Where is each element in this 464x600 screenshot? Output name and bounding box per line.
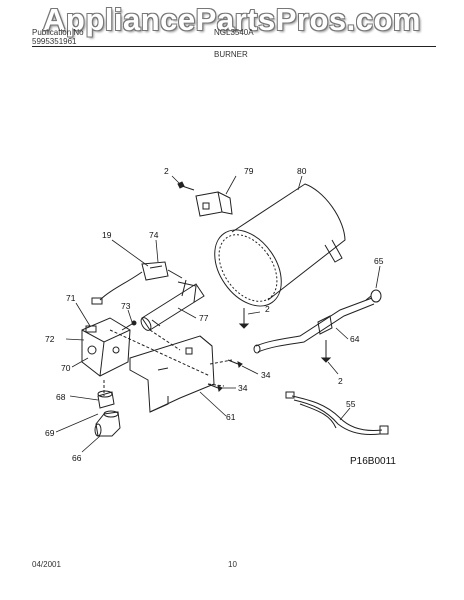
callout-label: 64 <box>350 334 360 344</box>
igniter-assembly <box>91 261 183 305</box>
fitting-68 <box>97 390 115 409</box>
cap-65 <box>366 289 381 303</box>
callout-label: 19 <box>102 230 112 240</box>
orifice-holder <box>140 279 205 331</box>
model-number: NGL3540A <box>214 28 254 37</box>
callout-label: 68 <box>56 392 66 402</box>
diagram-code: P16B0011 <box>350 456 396 467</box>
callout-label: 79 <box>244 166 254 176</box>
footer-page: 10 <box>228 560 237 569</box>
callout-label: 34 <box>238 383 248 393</box>
callout-label: 77 <box>199 313 209 323</box>
dashed-leaders <box>103 329 233 396</box>
callout-label: 61 <box>226 412 236 422</box>
burner-tube <box>214 183 346 307</box>
screws-34 <box>207 359 243 393</box>
callout-label: 65 <box>374 256 384 266</box>
callout-label: 69 <box>45 428 55 438</box>
screw-right <box>320 340 332 363</box>
callout-label: 74 <box>149 230 159 240</box>
callout-label: 2 <box>265 304 270 314</box>
callout-labels: 2 79 80 19 74 65 71 73 2 77 72 64 70 34 … <box>45 166 384 463</box>
wire-harness <box>285 391 389 435</box>
screw-center <box>238 308 250 329</box>
callout-label: 2 <box>338 376 343 386</box>
callout-label: 34 <box>261 370 271 380</box>
watermark: AppliancePartsPros.com <box>43 2 421 37</box>
publication-number: 5995351961 <box>32 37 77 46</box>
callout-label: 73 <box>121 301 131 311</box>
callout-label: 66 <box>72 453 82 463</box>
section-title: BURNER <box>214 50 248 59</box>
gas-valve <box>81 317 131 377</box>
callout-label: 71 <box>66 293 76 303</box>
callout-label: 70 <box>61 363 71 373</box>
mounting-bracket <box>129 335 215 413</box>
callout-label: 80 <box>297 166 307 176</box>
callout-label: 55 <box>346 399 356 409</box>
callout-label: 2 <box>164 166 169 176</box>
screw-73 <box>121 320 137 331</box>
elbow-66 <box>94 410 121 437</box>
callout-leaders <box>55 175 381 453</box>
screw-top <box>177 181 195 191</box>
callout-label: 72 <box>45 334 55 344</box>
manifold-pipe <box>253 297 375 354</box>
bracket-79 <box>195 191 233 217</box>
header-rule <box>32 46 436 47</box>
publication-label: Publication No <box>32 28 84 37</box>
footer-date: 04/2001 <box>32 560 61 569</box>
